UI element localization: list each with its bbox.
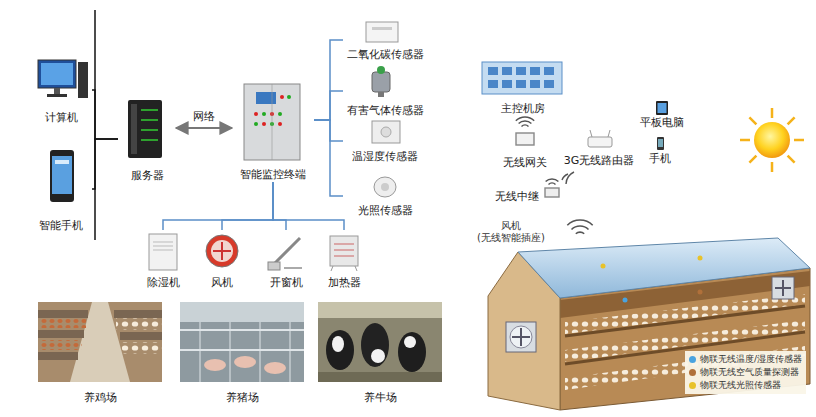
- relay-node: 无线中继: [490, 186, 544, 208]
- tablet-icon: [656, 101, 668, 115]
- node-label: 风机: [211, 276, 233, 290]
- control-room-node: 主控机房: [478, 60, 568, 116]
- heater-icon: [330, 236, 358, 271]
- computer-node: 计算机: [30, 55, 92, 125]
- dehumidifier-icon: [149, 234, 177, 270]
- device-node: 加热器: [318, 230, 370, 290]
- node-label: 无线中继: [495, 190, 539, 204]
- connector: [314, 120, 343, 141]
- phone-icon: [50, 150, 74, 202]
- wifi-signal: [567, 220, 592, 234]
- node-label: 智能手机: [39, 219, 83, 233]
- edge-label: 网络: [191, 109, 217, 124]
- node-label: 智能监控终端: [240, 168, 306, 182]
- legend-text: 物联无线光照传感器: [700, 379, 781, 392]
- callout-label: 风机 (无线智能插座): [466, 220, 556, 244]
- connector: [176, 127, 232, 129]
- node-label: 温湿度传感器: [352, 150, 418, 164]
- connector: [273, 182, 286, 230]
- legend-row: 物联无线光照传感器: [689, 379, 802, 392]
- pig-farm-photo: [180, 302, 304, 382]
- connector: [92, 139, 118, 189]
- connector: [273, 182, 344, 230]
- farm-photo-node: 养猪场: [178, 300, 306, 405]
- node-label: 光照传感器: [358, 204, 413, 218]
- gas-sensor-icon: [372, 66, 390, 97]
- mobile-node: 手机: [640, 136, 680, 166]
- mobile-icon: [657, 137, 664, 150]
- legend-text: 物联无线温度/湿度传感器: [700, 353, 802, 366]
- node-label: 开窗机: [270, 276, 303, 290]
- connector: [314, 120, 343, 196]
- node-label: 加热器: [328, 276, 361, 290]
- temp-humidity-sensor-icon: [372, 121, 400, 143]
- legend-swatch: [689, 382, 696, 389]
- smartphone-node: 智能手机: [30, 145, 92, 233]
- farm-photo-node: 养牛场: [316, 300, 444, 405]
- sensor-node: 二氧化碳传感器: [343, 18, 427, 62]
- sun: [740, 108, 804, 172]
- router-node: 3G无线路由器: [558, 130, 640, 168]
- connector: [314, 40, 343, 120]
- node-label: 无线网关: [503, 156, 547, 170]
- connector: [92, 90, 118, 139]
- gateway-icon: [516, 117, 534, 145]
- legend-swatch: [689, 369, 696, 376]
- co2-sensor-icon: [366, 22, 398, 42]
- node-label: 养鸡场: [84, 391, 117, 405]
- node-label: 计算机: [45, 111, 78, 125]
- computer-icon: [38, 60, 88, 98]
- barn: [488, 238, 810, 410]
- node-label: 主控机房: [501, 102, 545, 116]
- connector: [314, 91, 343, 120]
- node-label: 二氧化碳传感器: [347, 48, 424, 62]
- device-node: 开窗机: [260, 230, 312, 290]
- control-room-icon: [482, 62, 562, 94]
- node-label: 养牛场: [364, 391, 397, 405]
- connector: [222, 182, 273, 230]
- server-node: 服务器: [118, 95, 176, 183]
- device-node: 除湿机: [138, 230, 188, 290]
- legend: 物联无线温度/湿度传感器物联无线空气质量探测器物联无线光照传感器: [685, 351, 806, 394]
- chicken-farm-photo: [38, 302, 162, 382]
- legend-row: 物联无线空气质量探测器: [689, 366, 802, 379]
- server-icon: [128, 100, 162, 158]
- node-label: 有害气体传感器: [347, 104, 424, 118]
- node-label: 3G无线路由器: [564, 154, 635, 168]
- window-opener-icon: [268, 238, 302, 270]
- farm-photo-node: 养鸡场: [36, 300, 164, 405]
- tablet-node: 平板电脑: [634, 100, 690, 130]
- connector: [163, 182, 273, 230]
- cattle-farm-photo: [318, 302, 442, 382]
- cabinet-icon: [244, 84, 300, 160]
- gateway-node: 无线网关: [495, 112, 555, 170]
- legend-swatch: [689, 356, 696, 363]
- device-node: 风机: [198, 230, 246, 290]
- node-label: 手机: [649, 152, 671, 166]
- fan-icon: [206, 235, 238, 267]
- light-sensor-icon: [374, 177, 396, 197]
- relay-icon: [545, 172, 574, 197]
- node-label: 服务器: [131, 169, 164, 183]
- legend-row: 物联无线温度/湿度传感器: [689, 353, 802, 366]
- sensor-node: 有害气体传感器: [343, 64, 427, 118]
- sensor-node: 光照传感器: [343, 174, 427, 218]
- node-label: 除湿机: [147, 276, 180, 290]
- node-label: 平板电脑: [640, 116, 684, 130]
- monitor-terminal-node: 智能监控终端: [232, 80, 314, 182]
- node-label: 养猪场: [226, 391, 259, 405]
- sensor-node: 温湿度传感器: [343, 118, 427, 164]
- legend-text: 物联无线空气质量探测器: [700, 366, 799, 379]
- router-icon: [588, 130, 612, 147]
